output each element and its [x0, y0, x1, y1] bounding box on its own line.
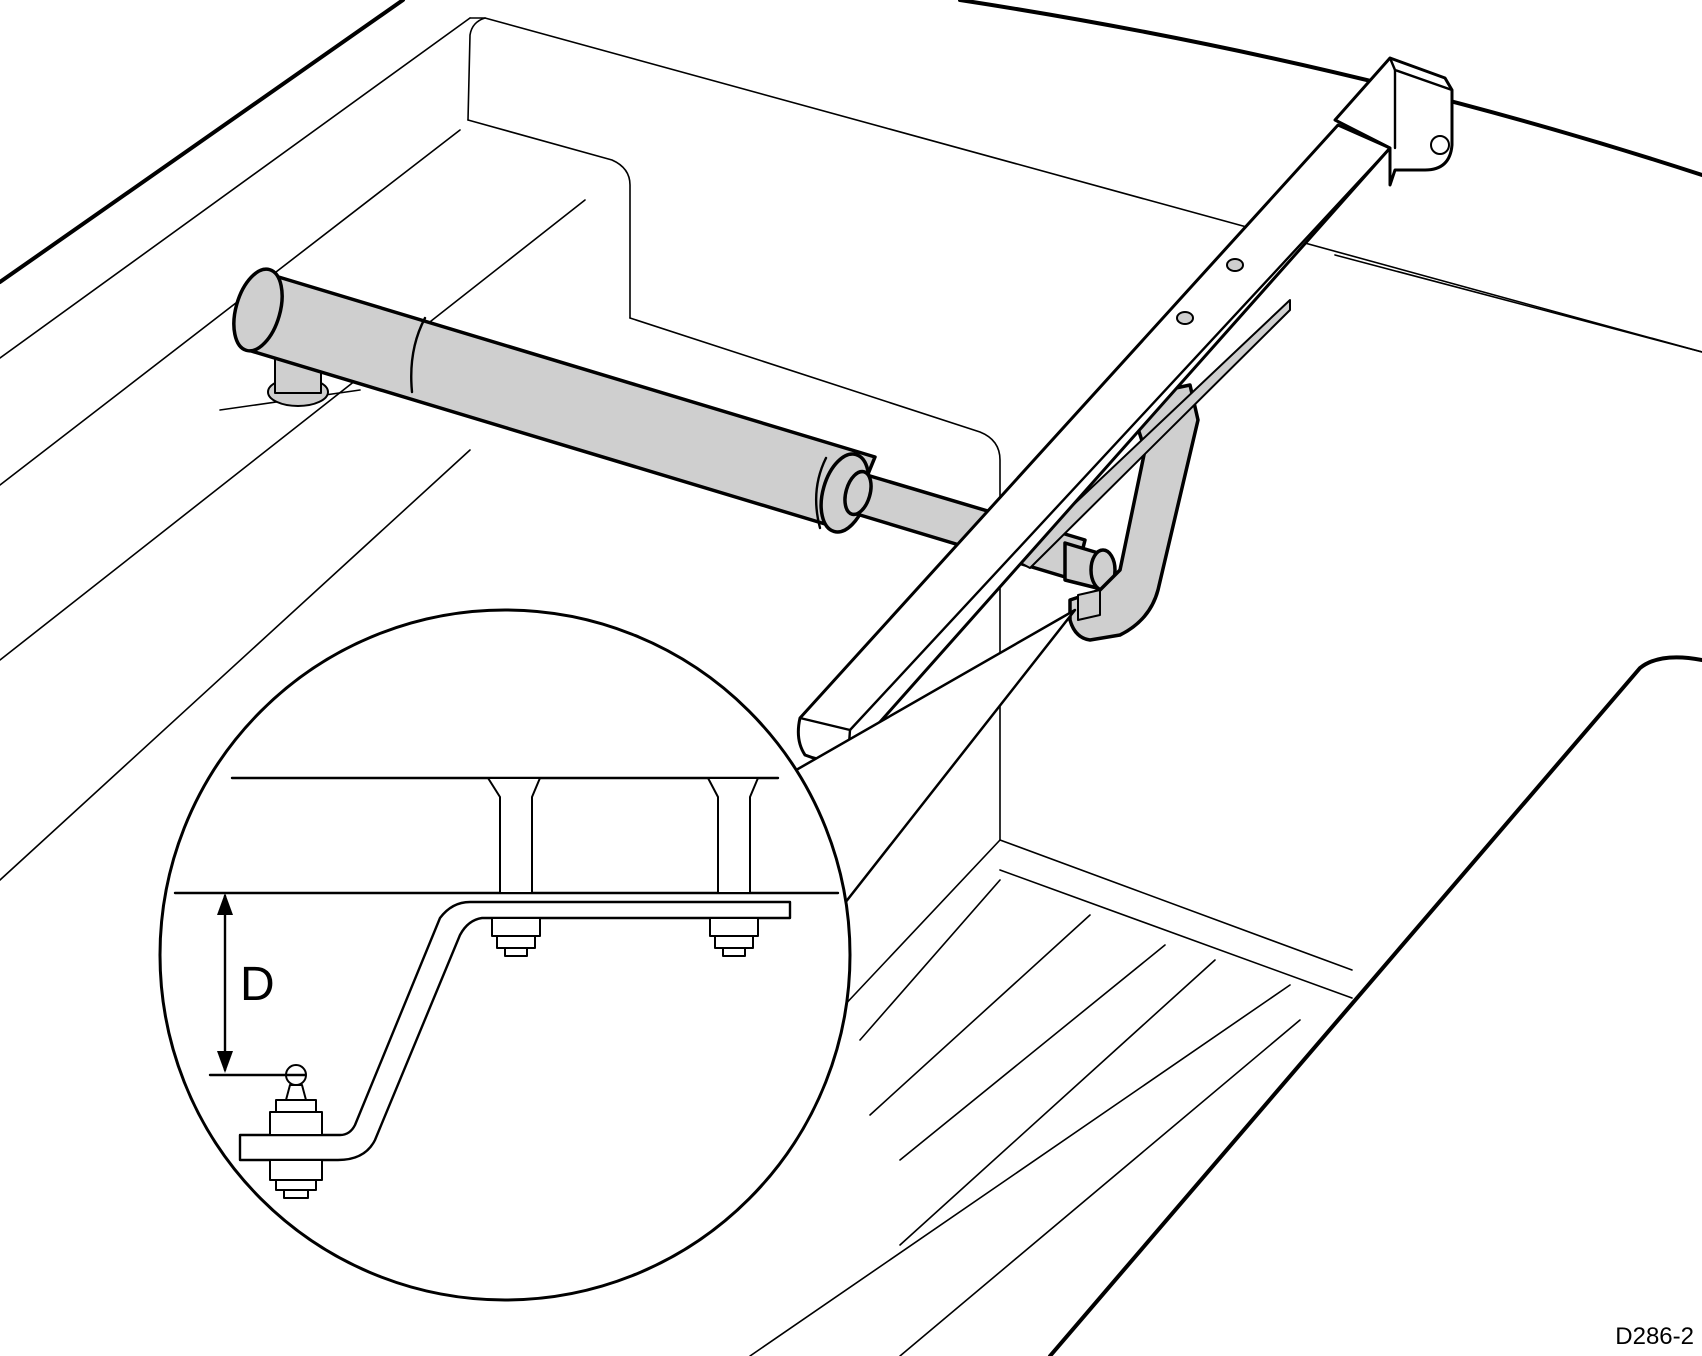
plate-nut-left — [491, 917, 541, 957]
figure-code-label: D286-2 — [1615, 1323, 1694, 1350]
dimension-d-arrow — [208, 893, 307, 1077]
tiller-bracket — [1014, 299, 1291, 642]
dimension-d-label: D — [240, 958, 275, 1011]
plate-nut-right — [709, 917, 759, 957]
tiller-arm — [796, 56, 1454, 763]
detail-magnifier-circle: D — [158, 608, 852, 1302]
